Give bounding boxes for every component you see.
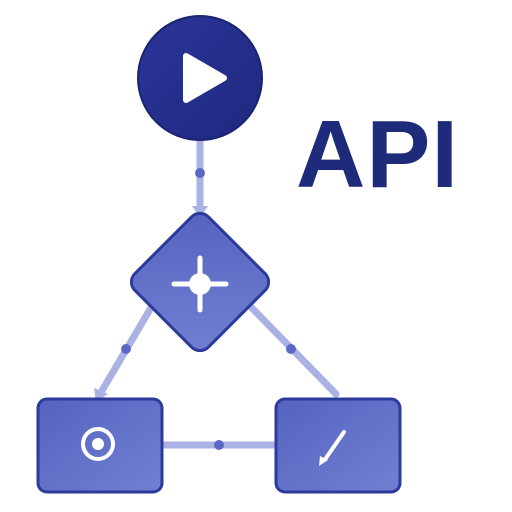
pencil-icon <box>319 430 346 466</box>
crosshair-center <box>189 273 211 295</box>
play-icon <box>183 53 227 103</box>
edge-dot <box>195 168 205 178</box>
target-icon <box>81 427 115 461</box>
edge-dot <box>286 344 296 354</box>
edge-dot <box>121 344 131 354</box>
edges <box>94 132 340 450</box>
target-node[interactable] <box>36 397 164 494</box>
start-node[interactable] <box>137 15 263 141</box>
api-label: API <box>296 101 460 208</box>
edge-dot <box>214 440 224 450</box>
edit-node[interactable] <box>274 397 402 494</box>
decision-node[interactable] <box>126 208 273 355</box>
